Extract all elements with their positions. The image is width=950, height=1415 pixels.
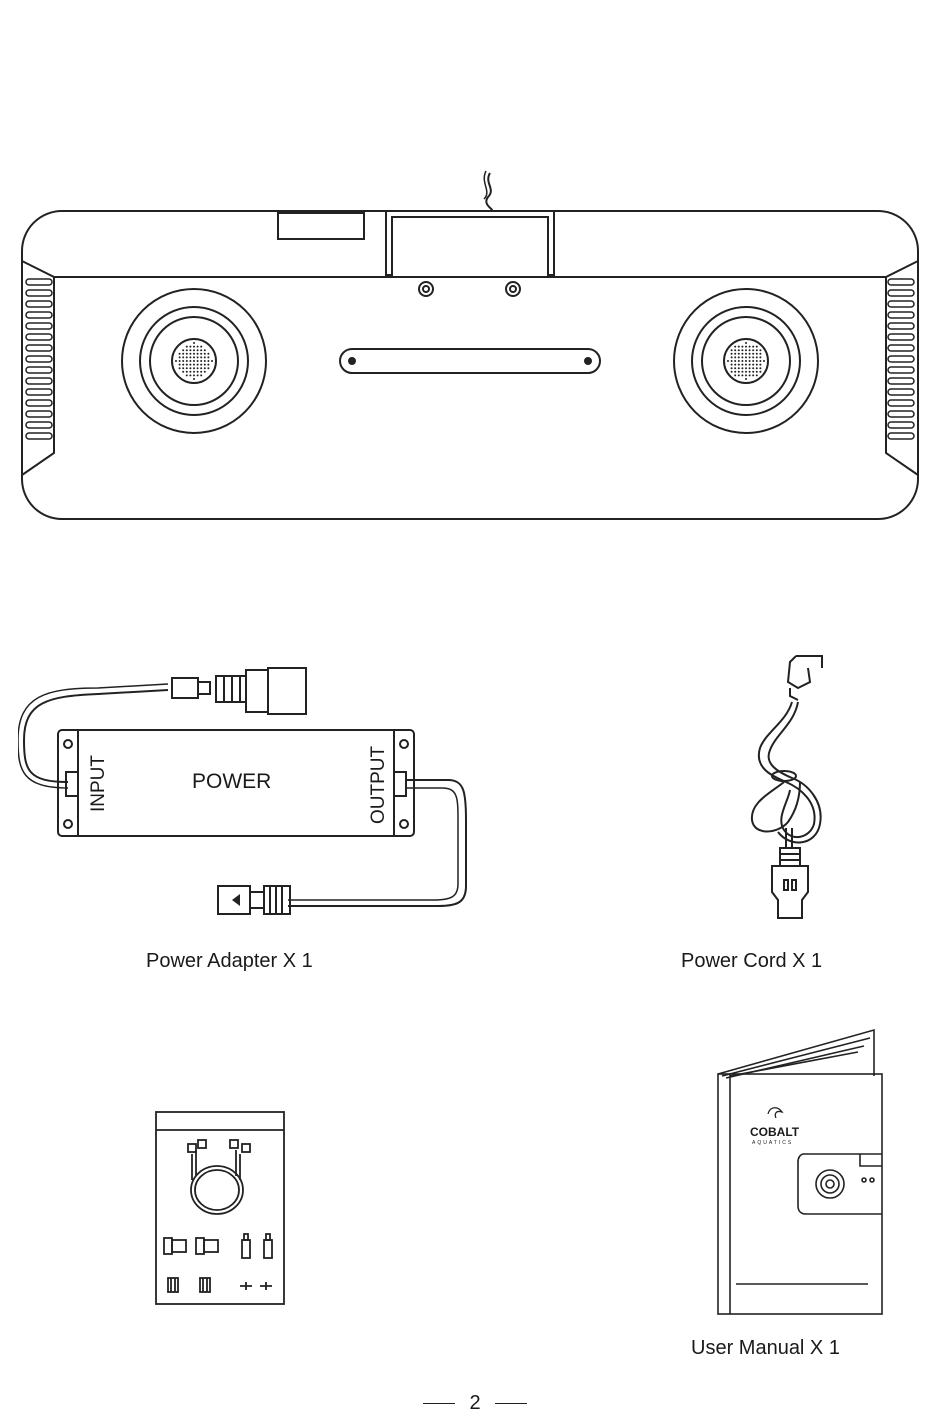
caption-power-adapter: Power Adapter X 1 bbox=[146, 950, 313, 973]
power-cord-illustration bbox=[736, 652, 836, 924]
power-adapter-illustration: INPUT POWER OUTPUT bbox=[18, 660, 478, 922]
light-fixture-illustration bbox=[14, 165, 926, 527]
adapter-power-label: POWER bbox=[192, 770, 271, 793]
page-number-rule-left bbox=[423, 1403, 455, 1404]
page-number-text: 2 bbox=[469, 1392, 480, 1414]
caption-power-cord: Power Cord X 1 bbox=[681, 950, 822, 973]
caption-user-manual: User Manual X 1 bbox=[691, 1337, 840, 1360]
manual-brand-text: COBALT bbox=[750, 1125, 800, 1139]
page-number-rule-right bbox=[495, 1403, 527, 1404]
page-number: 2 bbox=[0, 1392, 950, 1415]
accessory-bag-illustration bbox=[154, 1110, 288, 1308]
adapter-input-label: INPUT bbox=[88, 755, 109, 812]
manual-subbrand-text: AQUATICS bbox=[752, 1140, 793, 1146]
adapter-output-label: OUTPUT bbox=[368, 746, 389, 825]
user-manual-illustration: COBALT AQUATICS bbox=[712, 1026, 888, 1322]
